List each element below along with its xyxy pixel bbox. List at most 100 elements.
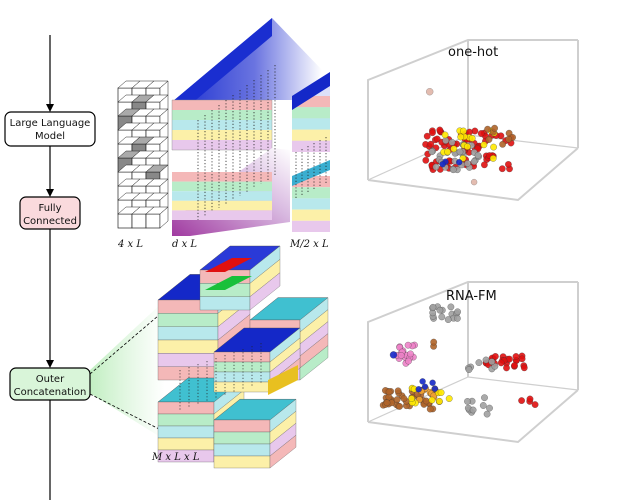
scatter-point	[427, 140, 435, 148]
scatter-point	[437, 389, 445, 396]
scatter-point	[431, 385, 439, 392]
half-layer	[292, 187, 330, 199]
layer	[172, 181, 272, 192]
scatter-point	[531, 401, 539, 408]
scatter-point	[397, 352, 405, 359]
layer	[172, 191, 272, 201]
scatter-point	[441, 131, 449, 139]
scatter-point	[432, 163, 440, 171]
scatter-point	[518, 355, 526, 363]
scatter-point	[481, 161, 488, 169]
pair-accent-yellow	[268, 365, 298, 395]
scatter-point	[491, 362, 499, 370]
scatter-point	[511, 362, 518, 369]
scatter-point	[383, 399, 391, 407]
layer	[172, 172, 272, 182]
scatter-point	[491, 124, 498, 132]
scatter-point	[450, 145, 458, 153]
scatter-point	[520, 364, 528, 372]
half-layer	[292, 140, 330, 152]
scatter-point	[396, 403, 403, 410]
half-layer	[292, 209, 330, 221]
box-bottom-edge	[367, 389, 579, 444]
scatter-point	[526, 395, 534, 403]
pair-cube-back-left-layer	[157, 326, 219, 341]
scatter-rnafm: RNA-FM	[367, 281, 579, 444]
scatter-point	[479, 402, 487, 409]
scatter-point	[445, 395, 453, 402]
scatter-point	[429, 303, 437, 311]
scatter-point	[415, 386, 422, 393]
scatter-point	[518, 397, 525, 404]
scatter-point	[436, 306, 444, 314]
scatter-point	[438, 313, 446, 321]
pair-cube-front-layer	[213, 443, 271, 457]
arrowhead-icon	[46, 360, 54, 368]
pair-cube-mid-layer	[213, 381, 271, 393]
scatter-point	[456, 148, 464, 156]
fc-box-label-2: Connected	[23, 216, 77, 227]
pair-cube-back-left-layer	[157, 353, 219, 367]
pair-cube-mid-layer	[213, 371, 271, 383]
scatter-point	[448, 138, 456, 146]
scatter-point	[454, 315, 461, 322]
pair-cube-back-right-side	[299, 345, 329, 381]
scatter-point	[433, 135, 441, 143]
scatter-point	[442, 137, 450, 144]
llm-box-label-1: Large Language	[10, 118, 91, 129]
scatter-point	[422, 397, 430, 405]
scatter-point	[465, 366, 473, 373]
pair-cube-front-left-layer	[157, 437, 215, 451]
scatter-point	[484, 125, 491, 133]
scatter-point	[419, 378, 426, 385]
scatter-point	[485, 136, 493, 143]
scatter-point	[404, 341, 412, 349]
scatter-point	[481, 394, 488, 402]
pair-cube-front-layer	[213, 431, 271, 445]
scatter-point	[498, 165, 506, 173]
layer	[172, 120, 272, 130]
box-bottom-edge	[467, 376, 579, 391]
half-top-stack	[292, 72, 330, 152]
scatter-point	[428, 396, 436, 404]
scatter-point	[405, 357, 412, 365]
half-dim-label: M/2 x L	[289, 239, 329, 250]
onehot-cell	[131, 213, 147, 229]
layer	[172, 100, 272, 110]
onehot-cell-side	[159, 206, 169, 229]
box-bottom-edge	[367, 281, 578, 422]
plot-title-rnafm: RNA-FM	[446, 289, 497, 304]
dashed-connector	[89, 309, 166, 375]
scatter-point	[474, 152, 482, 159]
flow-diagram: Large Language Model Fully Connected Out…	[4, 35, 166, 500]
scatter-point	[385, 388, 393, 396]
layer	[172, 140, 272, 150]
scatter-point	[447, 303, 455, 311]
bottom-layer-stack	[172, 172, 272, 220]
pair-tensor	[157, 245, 329, 469]
plot-title-onehot: one-hot	[448, 45, 498, 60]
scatter-box-bottom	[367, 281, 579, 444]
scatter-point	[389, 351, 398, 359]
layer	[172, 200, 272, 211]
embedding-block	[171, 18, 322, 236]
scatter-point	[407, 350, 414, 358]
scatter-point	[490, 143, 497, 151]
scatter-point	[480, 141, 488, 149]
scatter-point	[408, 395, 415, 402]
pair-cube-mid-layer	[213, 351, 271, 363]
outer-box-label-2: Concatenation	[14, 387, 87, 398]
scatter-point	[449, 166, 457, 174]
scatter-onehot: one-hot	[367, 39, 579, 202]
scatter-point	[482, 356, 490, 364]
layer	[172, 130, 272, 140]
scatter-points-top	[422, 88, 516, 186]
scatter-point	[426, 88, 434, 96]
half-top-cap	[292, 72, 330, 110]
pair-cube-front-layer	[213, 455, 271, 469]
scatter-point	[423, 132, 431, 140]
pair-cube-back-top-layer	[199, 296, 251, 311]
pair-cube-back-left-layer	[157, 313, 219, 327]
scatter-point	[475, 359, 483, 366]
scatter-point	[492, 353, 499, 360]
